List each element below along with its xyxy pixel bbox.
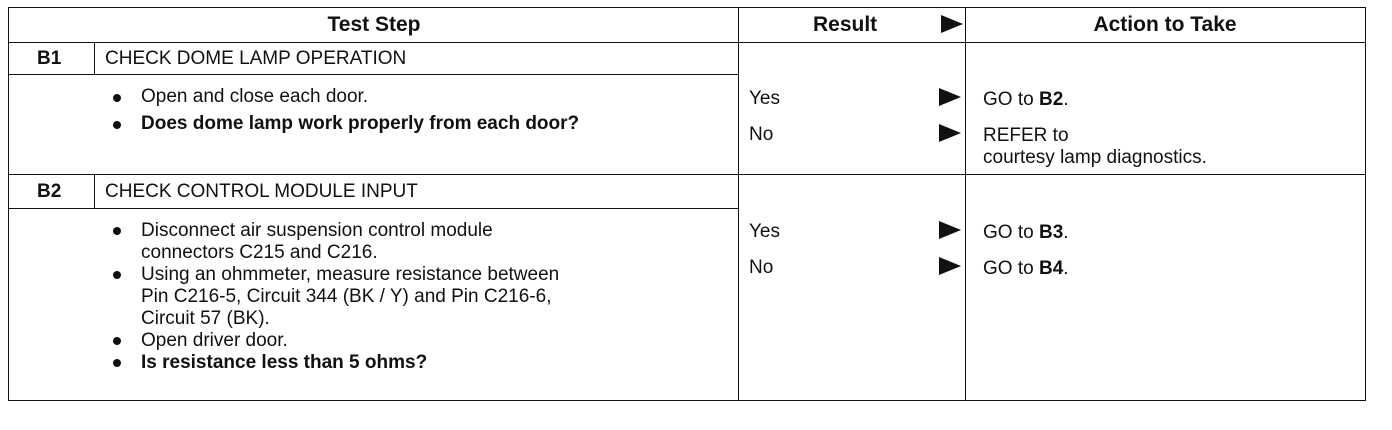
step-title-b1: CHECK DOME LAMP OPERATION: [105, 48, 407, 69]
b1-bullet-1: Open and close each door.: [141, 86, 369, 107]
header-action: Action to Take: [1093, 13, 1237, 36]
arrow-icon: [939, 221, 961, 239]
b2-bullet-4: Is resistance less than 5 ohms?: [141, 352, 428, 373]
b2-bullet-3: Open driver door.: [141, 330, 288, 351]
diagnostic-table: Test Step Result Action to Take B1 CHECK…: [8, 7, 1366, 401]
arrow-icon: [939, 257, 961, 275]
bullet-icon: [113, 121, 121, 129]
header-arrow-icon: [941, 15, 963, 33]
header-test-step: Test Step: [327, 13, 421, 36]
step-title-b2: CHECK CONTROL MODULE INPUT: [105, 181, 418, 202]
step-id-b1: B1: [37, 48, 62, 69]
b2-bullet-2-line2: Pin C216-5, Circuit 344 (BK / Y) and Pin…: [141, 286, 552, 307]
b2-action-no: GO to B4.: [983, 258, 1069, 279]
b1-bullet-2: Does dome lamp work properly from each d…: [141, 113, 580, 134]
b2-title-divider: [9, 208, 739, 209]
b2-bullet-1-line2: connectors C215 and C216.: [141, 242, 378, 263]
b1-action-no-line2: courtesy lamp diagnostics.: [983, 147, 1207, 168]
b2-bullet-2-line1: Using an ohmmeter, measure resistance be…: [141, 264, 560, 285]
b1-result-yes: Yes: [749, 88, 780, 109]
b1-id-divider: [94, 42, 95, 74]
bullet-icon: [113, 271, 121, 279]
col-divider-test-step: [738, 8, 739, 400]
b2-result-yes: Yes: [749, 221, 780, 242]
bullet-icon: [113, 227, 121, 235]
col-divider-result: [965, 8, 966, 400]
b1-result-no: No: [749, 124, 774, 145]
b1-b2-divider: [9, 174, 1365, 175]
b2-action-yes: GO to B3.: [983, 222, 1069, 243]
b1-title-divider: [9, 74, 739, 75]
header-result: Result: [813, 13, 878, 36]
b2-result-no: No: [749, 257, 774, 278]
b1-action-no-line1: REFER to: [983, 125, 1069, 146]
b2-id-divider: [94, 174, 95, 208]
arrow-icon: [939, 124, 961, 142]
b1-action-yes: GO to B2.: [983, 89, 1069, 110]
bullet-icon: [113, 359, 121, 367]
b2-bullet-1-line1: Disconnect air suspension control module: [141, 220, 493, 241]
step-id-b2: B2: [37, 181, 62, 202]
bullet-icon: [113, 94, 121, 102]
bullet-icon: [113, 337, 121, 345]
header-divider: [9, 42, 1365, 43]
arrow-icon: [939, 88, 961, 106]
b2-bullet-2-line3: Circuit 57 (BK).: [141, 308, 270, 329]
